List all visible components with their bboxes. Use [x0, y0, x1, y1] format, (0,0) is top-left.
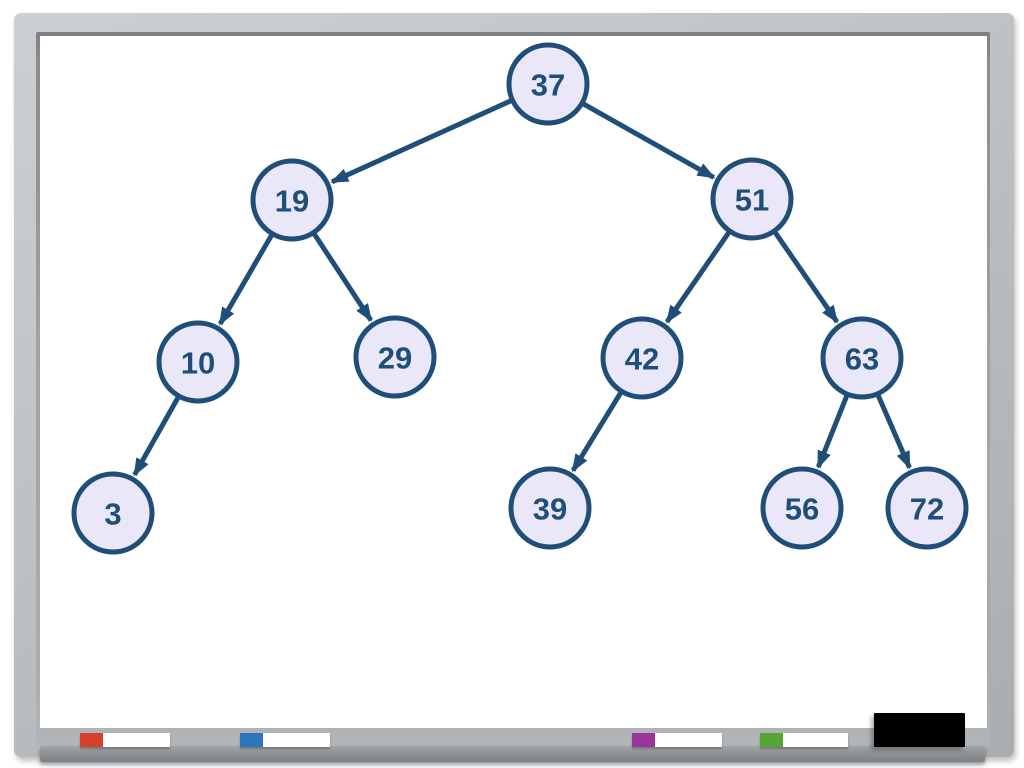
tree-edge-51-42	[664, 230, 732, 324]
red-marker	[80, 733, 170, 747]
tree-node-63: 63	[820, 316, 904, 400]
tree-node-label: 29	[378, 341, 412, 376]
tree-edge-37-19	[330, 98, 513, 185]
blue-marker	[240, 733, 330, 747]
tree-edge-10-3	[132, 395, 181, 477]
tree-edge-19-10	[217, 233, 275, 326]
tree-node-37: 37	[506, 42, 590, 126]
tree-node-circle	[600, 316, 684, 400]
tree-node-19: 19	[250, 158, 334, 242]
tree-node-circle	[506, 42, 590, 126]
purple-marker	[632, 733, 722, 747]
red-marker-body	[103, 733, 170, 747]
tree-node-circle	[353, 315, 437, 399]
marker-tray	[40, 746, 985, 762]
tree-node-51: 51	[710, 157, 794, 241]
tree-node-56: 56	[760, 466, 844, 550]
tree-node-label: 19	[275, 184, 309, 219]
tree-node-29: 29	[353, 315, 437, 399]
green-marker-cap	[760, 733, 783, 747]
whiteboard-eraser	[874, 713, 965, 747]
tree-edge-63-72	[875, 393, 912, 470]
tree-node-circle	[250, 158, 334, 242]
tree-node-label: 3	[104, 497, 121, 532]
tree-node-circle	[820, 316, 904, 400]
tree-node-3: 3	[71, 471, 155, 555]
tree-edge-63-56	[815, 394, 850, 469]
tree-node-circle	[885, 466, 969, 550]
purple-marker-body	[655, 733, 722, 747]
tree-node-label: 51	[735, 183, 769, 218]
tree-node-label: 37	[531, 68, 565, 103]
blue-marker-body	[263, 733, 330, 747]
tree-node-label: 39	[533, 492, 567, 527]
tree-node-72: 72	[885, 466, 969, 550]
purple-marker-cap	[632, 733, 655, 747]
red-marker-cap	[80, 733, 103, 747]
tree-node-circle	[71, 471, 155, 555]
blue-marker-cap	[240, 733, 263, 747]
green-marker	[760, 733, 848, 747]
tree-node-label: 56	[785, 492, 819, 527]
tree-edge-19-29	[311, 232, 373, 322]
tree-node-39: 39	[508, 466, 592, 550]
tree-node-circle	[156, 320, 240, 404]
tree-edge-37-51	[581, 101, 716, 180]
tree-node-10: 10	[156, 320, 240, 404]
tree-node-circle	[760, 466, 844, 550]
tree-edge-51-63	[772, 230, 840, 324]
tree-node-circle	[710, 157, 794, 241]
tree-node-circle	[508, 466, 592, 550]
tree-node-label: 63	[845, 342, 879, 377]
tree-node-label: 72	[910, 492, 944, 527]
tree-node-label: 10	[181, 346, 215, 381]
tree-edge-42-39	[570, 390, 624, 473]
tree-node-42: 42	[600, 316, 684, 400]
tree-node-label: 42	[625, 342, 659, 377]
green-marker-body	[783, 733, 848, 747]
